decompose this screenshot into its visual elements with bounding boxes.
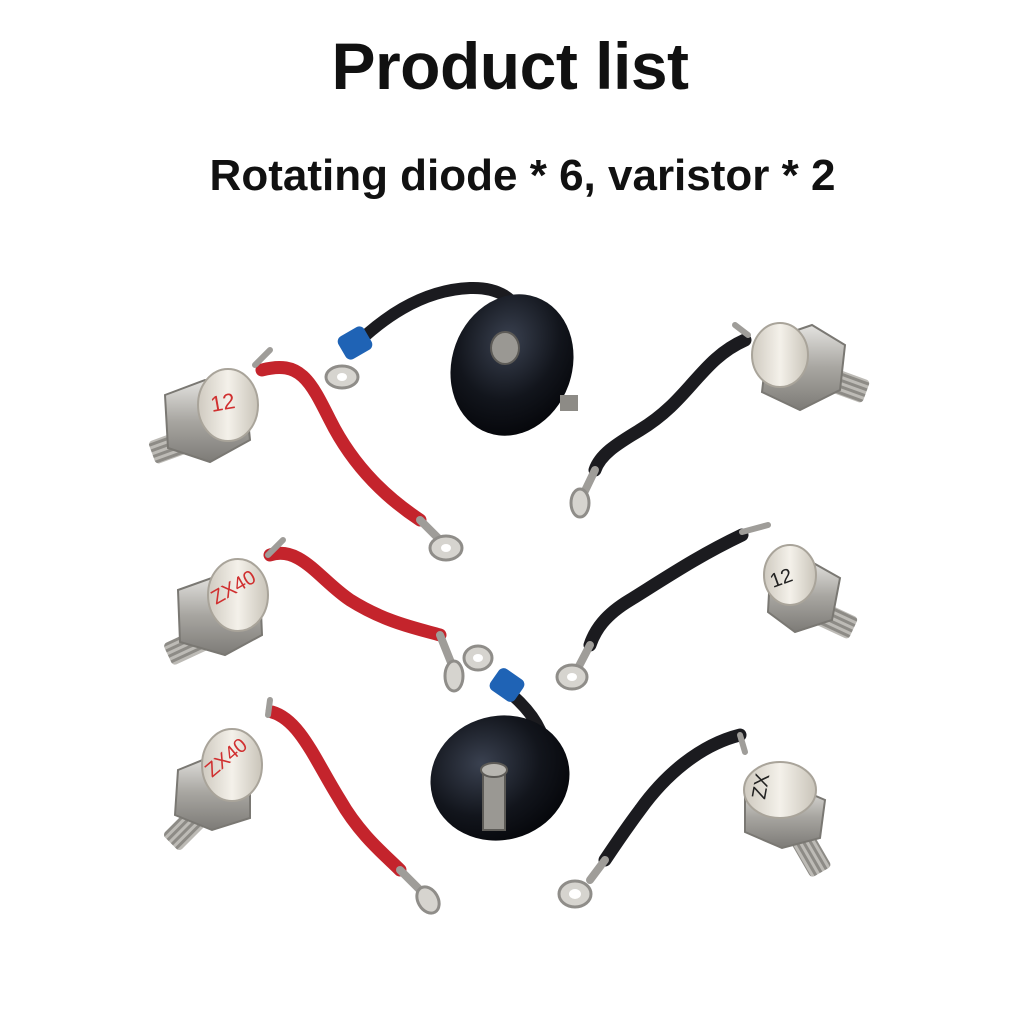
varistor-1	[324, 281, 578, 436]
diode-1-body	[197, 368, 259, 442]
diode-4-body	[763, 544, 817, 606]
varistor-1-lead	[344, 281, 526, 356]
diode-5-lead	[265, 705, 407, 877]
diode-1-lead	[255, 360, 427, 527]
diode-2-hexbase	[760, 323, 847, 412]
diode-3-hexbase	[176, 573, 264, 657]
diode-6: ZX	[557, 728, 831, 909]
diode-3-lead	[263, 546, 447, 642]
diode-5-hexbase	[173, 753, 251, 832]
diode-3-lug	[443, 659, 465, 693]
varistor-2-lead	[494, 679, 551, 751]
diode-5-marking: ZX40	[201, 734, 252, 782]
diode-1-hexbase	[163, 378, 252, 464]
diode-6-body	[743, 761, 817, 819]
varistor-1-lug	[324, 364, 360, 390]
diode-2-body	[751, 322, 809, 388]
diode-6-marking: ZX	[748, 772, 774, 801]
diode-2-lead	[588, 333, 752, 477]
diode-4-lug	[555, 663, 589, 691]
diode-2	[569, 322, 870, 519]
varistor-2-lug	[462, 644, 494, 672]
diode-1-stud	[149, 420, 217, 464]
diode-1-lug	[428, 534, 464, 562]
varistor-2-disc	[430, 715, 570, 841]
diode-3: ZX40	[164, 537, 465, 693]
diode-4: 12	[555, 522, 858, 691]
diode-6-stud	[783, 817, 831, 877]
varistor-2-sleeve	[489, 668, 525, 702]
diode-3-body	[207, 558, 269, 632]
diode-4-hexbase	[766, 558, 842, 634]
diode-5-body	[201, 728, 263, 802]
diode-3-marking: ZX40	[208, 566, 260, 609]
page-title: Product list	[331, 29, 689, 103]
diode-4-lead	[583, 528, 749, 652]
diode-1-marking: 12	[209, 388, 237, 417]
diode-5-stud	[163, 793, 221, 851]
diode-6-lug	[557, 879, 593, 909]
diode-6-hexbase	[744, 783, 827, 850]
varistor-1-sleeve	[337, 326, 373, 360]
diode-2-stud	[806, 361, 870, 403]
diode-4-marking: 12	[767, 564, 795, 592]
diode-5: ZX40	[163, 697, 441, 915]
varistor-1-disc	[450, 294, 574, 436]
diode-1: 12	[149, 347, 464, 562]
diode-4-stud	[798, 595, 858, 639]
varistor-2	[430, 644, 570, 841]
diode-3-stud	[164, 619, 228, 665]
diode-5-lug	[415, 885, 441, 915]
diode-2-lug	[569, 487, 591, 519]
page-subtitle: Rotating diode * 6, varistor * 2	[209, 151, 836, 200]
diode-6-lead	[598, 728, 747, 867]
